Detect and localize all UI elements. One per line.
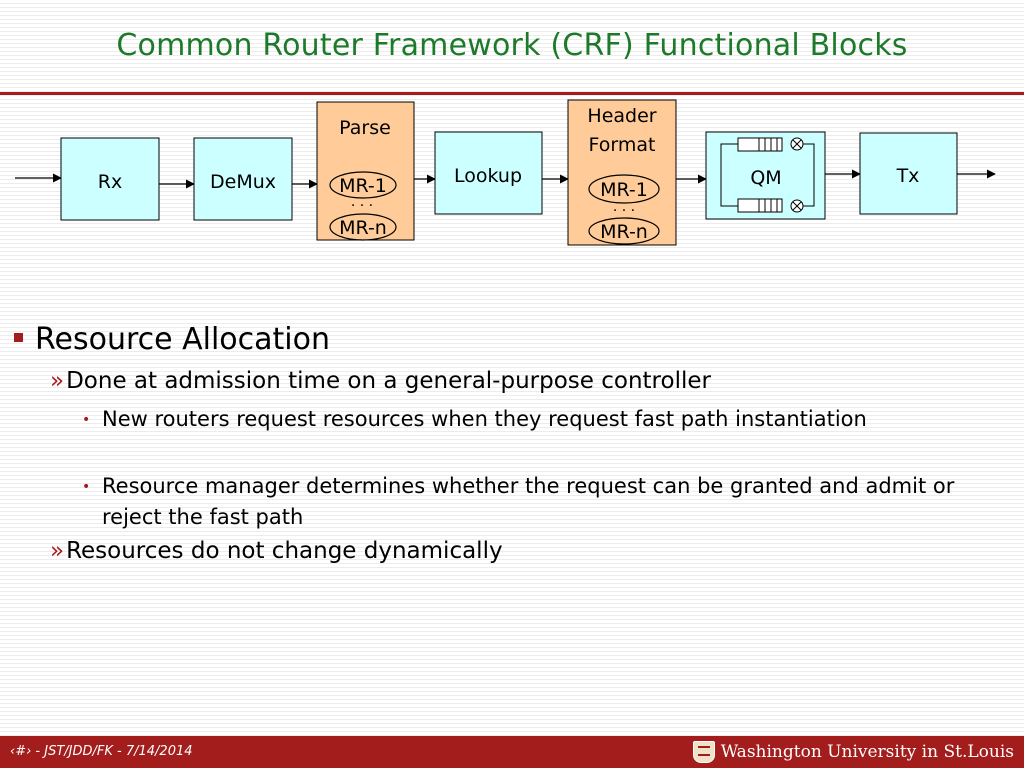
parse-label: Parse bbox=[339, 117, 391, 139]
bullet-level2-admission: »Done at admission time on a general-pur… bbox=[50, 368, 711, 394]
qm-queue-top bbox=[737, 137, 804, 152]
footer-bar: ‹#› - JST/JDD/FK - 7/14/2014 Washington … bbox=[0, 736, 1024, 768]
qm-label: QM bbox=[750, 167, 781, 189]
demux-label: DeMux bbox=[210, 171, 276, 193]
university-seal-icon bbox=[692, 741, 715, 763]
qm-inner-frame bbox=[720, 143, 738, 207]
bullet-level3-manager: • Resource manager determines whether th… bbox=[82, 471, 986, 533]
rx-block bbox=[60, 137, 160, 221]
demux-block bbox=[193, 137, 293, 221]
parse-mr1-oval bbox=[329, 171, 397, 199]
bullet-level3-request: • New routers request resources when the… bbox=[82, 404, 986, 435]
university-name: Washington University in St.Louis bbox=[720, 742, 1014, 762]
slide-title: Common Router Framework (CRF) Functional… bbox=[116, 28, 908, 63]
parse-mrn-label: MR-n bbox=[339, 217, 387, 239]
parse-mr1-label: MR-1 bbox=[339, 175, 387, 197]
crf-block-diagram: Rx DeMux Parse MR-1 . . . MR-n Lookup He… bbox=[15, 99, 996, 246]
university-logo: Washington University in St.Louis bbox=[692, 740, 1014, 764]
bullet-static-text: Resources do not change dynamically bbox=[66, 538, 503, 564]
parse-mr-ellipsis: . . . bbox=[351, 194, 373, 210]
bullet-resource-allocation: Resource Allocation bbox=[35, 322, 331, 357]
header-mr1-label: MR-1 bbox=[600, 179, 648, 201]
bullet-level1: Resource Allocation bbox=[14, 322, 330, 357]
dot-bullet-icon: • bbox=[82, 412, 91, 428]
tx-label: Tx bbox=[896, 165, 920, 187]
header-mr-ellipsis: . . . bbox=[613, 199, 635, 215]
tx-block bbox=[859, 132, 958, 215]
lookup-block bbox=[434, 131, 543, 215]
footer-text: ‹#› - JST/JDD/FK - 7/14/2014 bbox=[10, 744, 193, 759]
bullet-request-text: New routers request resources when they … bbox=[102, 407, 867, 431]
title-divider bbox=[0, 92, 1024, 95]
chevron-bullet-icon: » bbox=[50, 368, 65, 394]
chevron-bullet-icon: » bbox=[50, 538, 65, 564]
qm-inner-frame-right bbox=[797, 143, 815, 207]
square-bullet-icon bbox=[14, 333, 23, 342]
qm-queue-bottom bbox=[737, 198, 804, 213]
header-mrn-oval bbox=[588, 217, 660, 245]
header-format-label-line1: Header bbox=[587, 105, 656, 127]
parse-mrn-oval bbox=[329, 213, 397, 241]
header-mrn-label: MR-n bbox=[600, 221, 648, 243]
rx-label: Rx bbox=[98, 171, 122, 193]
header-format-label-line2: Format bbox=[589, 134, 656, 156]
header-mr1-oval bbox=[588, 174, 660, 204]
bullet-manager-text: Resource manager determines whether the … bbox=[102, 474, 955, 529]
bullet-level2-static: »Resources do not change dynamically bbox=[50, 538, 503, 564]
lookup-label: Lookup bbox=[454, 165, 522, 187]
bullet-admission-text: Done at admission time on a general-purp… bbox=[66, 368, 711, 394]
dot-bullet-icon: • bbox=[82, 479, 91, 495]
